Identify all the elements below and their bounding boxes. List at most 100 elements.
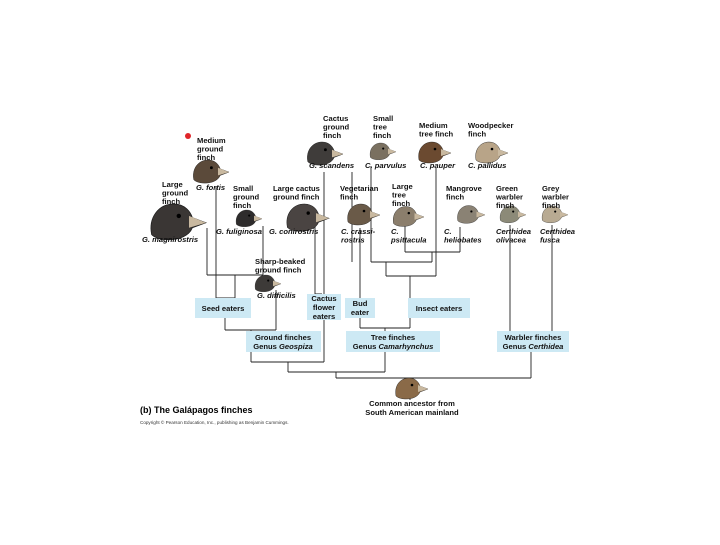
diet-box-group: Seed eaters Cactus flower eaters Bud eat… <box>195 294 470 321</box>
mangrove-scientific-name-2: heliobates <box>444 236 482 245</box>
small-tree-common-name-2: tree <box>373 123 387 132</box>
large-tree-bird-icon <box>393 206 425 227</box>
ancestor-group: Common ancestor from South American main… <box>365 377 459 417</box>
medium-tree-scientific-name-1: C. pauper <box>420 161 456 170</box>
medium-ground-scientific-name-1: G. fortis <box>196 183 225 192</box>
large-cactus-scientific-name-1: G. conirostris <box>269 227 318 236</box>
warbler-finches-label: Warbler finches <box>505 333 562 342</box>
copyright-line: Copyright © Pearson Education, Inc., pub… <box>140 419 289 425</box>
grey-warbler-common-name-1: Grey <box>542 184 560 193</box>
insect-eaters-label: Insect eaters <box>416 304 462 313</box>
grey-warbler-common-name-2: warbler <box>541 193 569 202</box>
woodpecker-common-name-2: finch <box>468 130 487 139</box>
woodpecker-common-name-1: Woodpecker <box>468 121 513 130</box>
small-tree-bird-icon <box>369 142 397 160</box>
figure-title: (b) The Galápagos finches <box>140 405 253 415</box>
cactus-ground-common-name-1: Cactus <box>323 114 348 123</box>
small-ground-common-name-2: ground <box>233 193 260 202</box>
grey-warbler-common-name-3: finch <box>542 201 561 210</box>
grey-warbler-scientific-name-2: fusca <box>540 236 560 245</box>
bud-eater-label-2: eater <box>351 308 369 317</box>
cactus-flower-eaters-label-2: flower <box>313 303 335 312</box>
small-ground-scientific-name-1: G. fuliginosa <box>216 227 262 236</box>
large-tree-scientific-name-1: C. <box>391 227 399 236</box>
large-tree-common-name-1: Large <box>392 182 413 191</box>
vegetarian-common-name-1: Vegetarian <box>340 184 379 193</box>
warbler-finches-genus: Genus Certhidea <box>503 342 564 351</box>
large-ground-scientific-name-1: G. magnirostris <box>142 235 198 244</box>
vegetarian-common-name-2: finch <box>340 193 359 202</box>
ancestor-label-1: Common ancestor from <box>369 399 455 408</box>
seed-eaters-box <box>195 298 251 318</box>
sharp-beaked-scientific-name-1: G. difficilis <box>257 291 296 300</box>
tree-finches-label: Tree finches <box>371 333 415 342</box>
woodpecker-scientific-name-1: C. pallidus <box>468 161 506 170</box>
medium-ground-common-name-1: Medium <box>197 136 226 145</box>
small-tree-scientific-name-1: C. parvulus <box>365 161 406 170</box>
tree-finches-genus: Genus Camarhynchus <box>353 342 434 351</box>
sharp-beaked-common-name-2: ground finch <box>255 266 302 275</box>
warbler-finches-box <box>497 331 569 352</box>
grey-warbler-bird-icon <box>541 205 569 223</box>
large-ground-bird-icon <box>150 203 207 241</box>
large-cactus-common-name-2: ground finch <box>273 193 320 202</box>
small-tree-common-name-1: Small <box>373 114 393 123</box>
small-ground-common-name-1: Small <box>233 184 253 193</box>
cactus-flower-eaters-box <box>307 294 341 320</box>
woodpecker-bird-icon <box>475 141 509 164</box>
green-warbler-bird-icon <box>499 205 527 223</box>
ancestor-bird-icon <box>395 377 429 400</box>
mangrove-bird-icon <box>457 205 486 224</box>
ground-finches-genus: Genus Geospiza <box>253 342 313 351</box>
cactus-flower-eaters-label-1: Cactus <box>311 294 336 303</box>
ground-finches-box <box>246 331 321 352</box>
bud-eater-box <box>345 298 375 318</box>
large-tree-scientific-name-2: psittacula <box>390 236 426 245</box>
vegetarian-scientific-name-2: rostris <box>341 236 365 245</box>
mangrove-common-name-2: finch <box>446 193 465 202</box>
mangrove-common-name-1: Mangrove <box>446 184 482 193</box>
ancestor-bird-icon <box>395 377 429 400</box>
large-cactus-common-name-1: Large cactus <box>273 184 320 193</box>
cactus-ground-common-name-3: finch <box>323 131 342 140</box>
sharp-beaked-common-name-1: Sharp-beaked <box>255 257 306 266</box>
sharp-beaked-bird-icon <box>254 274 282 292</box>
medium-ground-common-name-3: finch <box>197 153 216 162</box>
medium-tree-common-name-2: tree finch <box>419 130 454 139</box>
cactus-ground-bird-icon <box>307 141 344 166</box>
red-marker-icon <box>185 133 191 139</box>
mangrove-scientific-name-1: C. <box>444 227 452 236</box>
medium-tree-bird-icon <box>418 141 452 164</box>
large-ground-common-name-2: ground <box>162 189 189 198</box>
green-warbler-common-name-3: finch <box>496 201 515 210</box>
grey-warbler-scientific-name-1: Certhidea <box>540 227 575 236</box>
small-ground-common-name-3: finch <box>233 201 252 210</box>
ancestor-label-2: South American mainland <box>365 408 459 417</box>
medium-ground-common-name-2: ground <box>197 145 224 154</box>
large-tree-common-name-2: tree <box>392 191 406 200</box>
medium-ground-bird-icon <box>193 159 230 184</box>
genus-box-group: Ground finches Genus Geospiza Tree finch… <box>246 331 569 352</box>
green-warbler-common-name-1: Green <box>496 184 518 193</box>
cactus-flower-eaters-label-3: eaters <box>313 312 335 321</box>
green-warbler-common-name-2: warbler <box>495 193 523 202</box>
large-ground-common-name-1: Large <box>162 180 183 189</box>
small-ground-bird-icon <box>235 209 263 227</box>
small-tree-common-name-3: finch <box>373 131 392 140</box>
large-ground-common-name-3: finch <box>162 197 181 206</box>
green-warbler-scientific-name-1: Certhidea <box>496 227 531 236</box>
large-cactus-bird-icon <box>286 203 330 232</box>
medium-tree-common-name-1: Medium <box>419 121 448 130</box>
bud-eater-label-1: Bud <box>353 299 368 308</box>
tree-finches-box <box>346 331 440 352</box>
green-warbler-scientific-name-2: olivacea <box>496 236 526 245</box>
vegetarian-bird-icon <box>347 203 381 226</box>
insect-eaters-box <box>408 298 470 318</box>
cactus-ground-common-name-2: ground <box>323 123 350 132</box>
ground-finches-label: Ground finches <box>255 333 311 342</box>
large-tree-common-name-3: finch <box>392 199 411 208</box>
vegetarian-scientific-name-1: C. crassi- <box>341 227 376 236</box>
